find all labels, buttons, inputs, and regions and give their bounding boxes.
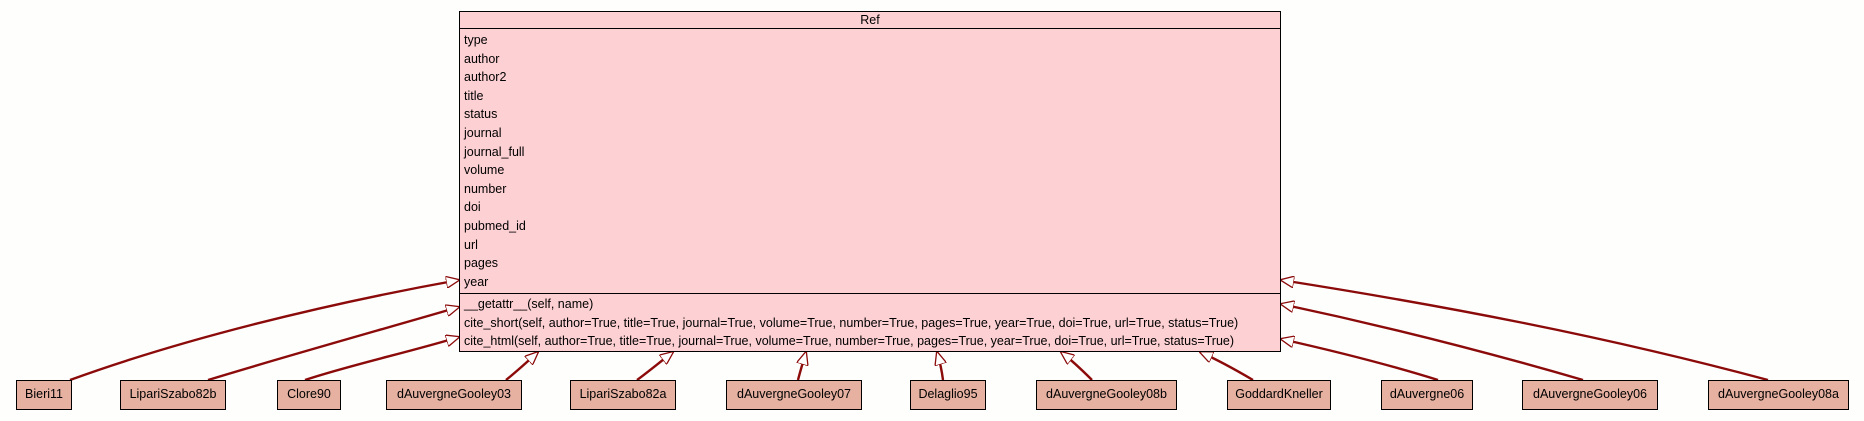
subclass-box-dauvergnegooley08b: dAuvergneGooley08b <box>1036 380 1177 410</box>
attribute-item: author2 <box>464 70 507 85</box>
subclass-box-liparisaabo82a: LipariSzabo82a <box>570 380 676 410</box>
subclass-box-dauvergnegooley06: dAuvergneGooley06 <box>1522 380 1658 410</box>
attribute-item: pubmed_id <box>464 218 526 233</box>
attribute-item: journal_full <box>464 144 525 159</box>
method-item: cite_html(self, author=True, title=True,… <box>464 334 1235 349</box>
class-name: Ref <box>460 12 1280 29</box>
attribute-item: type <box>464 33 488 47</box>
inheritance-edge-dauvergnegooley08a <box>1281 280 1769 382</box>
attribute-item: number <box>464 181 507 196</box>
attribute-item: journal <box>464 125 502 140</box>
inheritance-edge-dauvergne06 <box>1281 339 1439 382</box>
method-item: cite_short(self, author=True, title=True… <box>464 315 1239 330</box>
subclass-box-clore90: Clore90 <box>277 380 341 410</box>
subclass-box-delaglio95: Delaglio95 <box>910 380 986 410</box>
attribute-item: pages <box>464 256 499 271</box>
subclass-box-bieri11: Bieri11 <box>16 380 72 410</box>
attribute-item: volume <box>464 163 505 178</box>
inheritance-edge-delaglio95 <box>937 352 943 381</box>
attribute-item: year <box>464 274 489 289</box>
method-item: __getattr__(self, name) <box>464 297 594 311</box>
attribute-item: status <box>464 107 498 122</box>
inheritance-edge-liparisaabo82b <box>207 307 459 382</box>
attribute-item: author <box>464 51 500 66</box>
method-list: __getattr__(self, name) cite_short(self,… <box>460 294 1280 351</box>
inheritance-edge-dauvergnegooley07 <box>798 352 806 381</box>
inheritance-edge-clore90 <box>304 337 459 382</box>
inheritance-edge-liparisaabo82a <box>636 352 673 381</box>
ref-class-box: Ref type author author2 title status jou… <box>459 11 1281 352</box>
subclass-box-dauvergne06: dAuvergne06 <box>1381 380 1473 410</box>
inheritance-edge-dauvergnegooley08b <box>1061 352 1093 381</box>
subclass-box-dauvergnegooley08a: dAuvergneGooley08a <box>1708 380 1849 410</box>
subclass-box-goddardkneller: GoddardKneller <box>1227 380 1331 410</box>
inheritance-edge-dauvergnegooley06 <box>1281 304 1584 382</box>
inheritance-edge-dauvergnegooley03 <box>505 352 538 381</box>
inheritance-edge-goddardkneller <box>1200 350 1254 382</box>
inheritance-edge-bieri11 <box>69 280 459 382</box>
attribute-list: type author author2 title status journal… <box>460 29 1280 294</box>
attribute-item: url <box>464 237 478 252</box>
attribute-item: title <box>464 88 484 103</box>
attribute-item: doi <box>464 200 481 215</box>
subclass-box-dauvergnegooley03: dAuvergneGooley03 <box>386 380 522 410</box>
subclass-box-dauvergnegooley07: dAuvergneGooley07 <box>726 380 862 410</box>
subclass-box-liparisaabo82b: LipariSzabo82b <box>120 380 226 410</box>
